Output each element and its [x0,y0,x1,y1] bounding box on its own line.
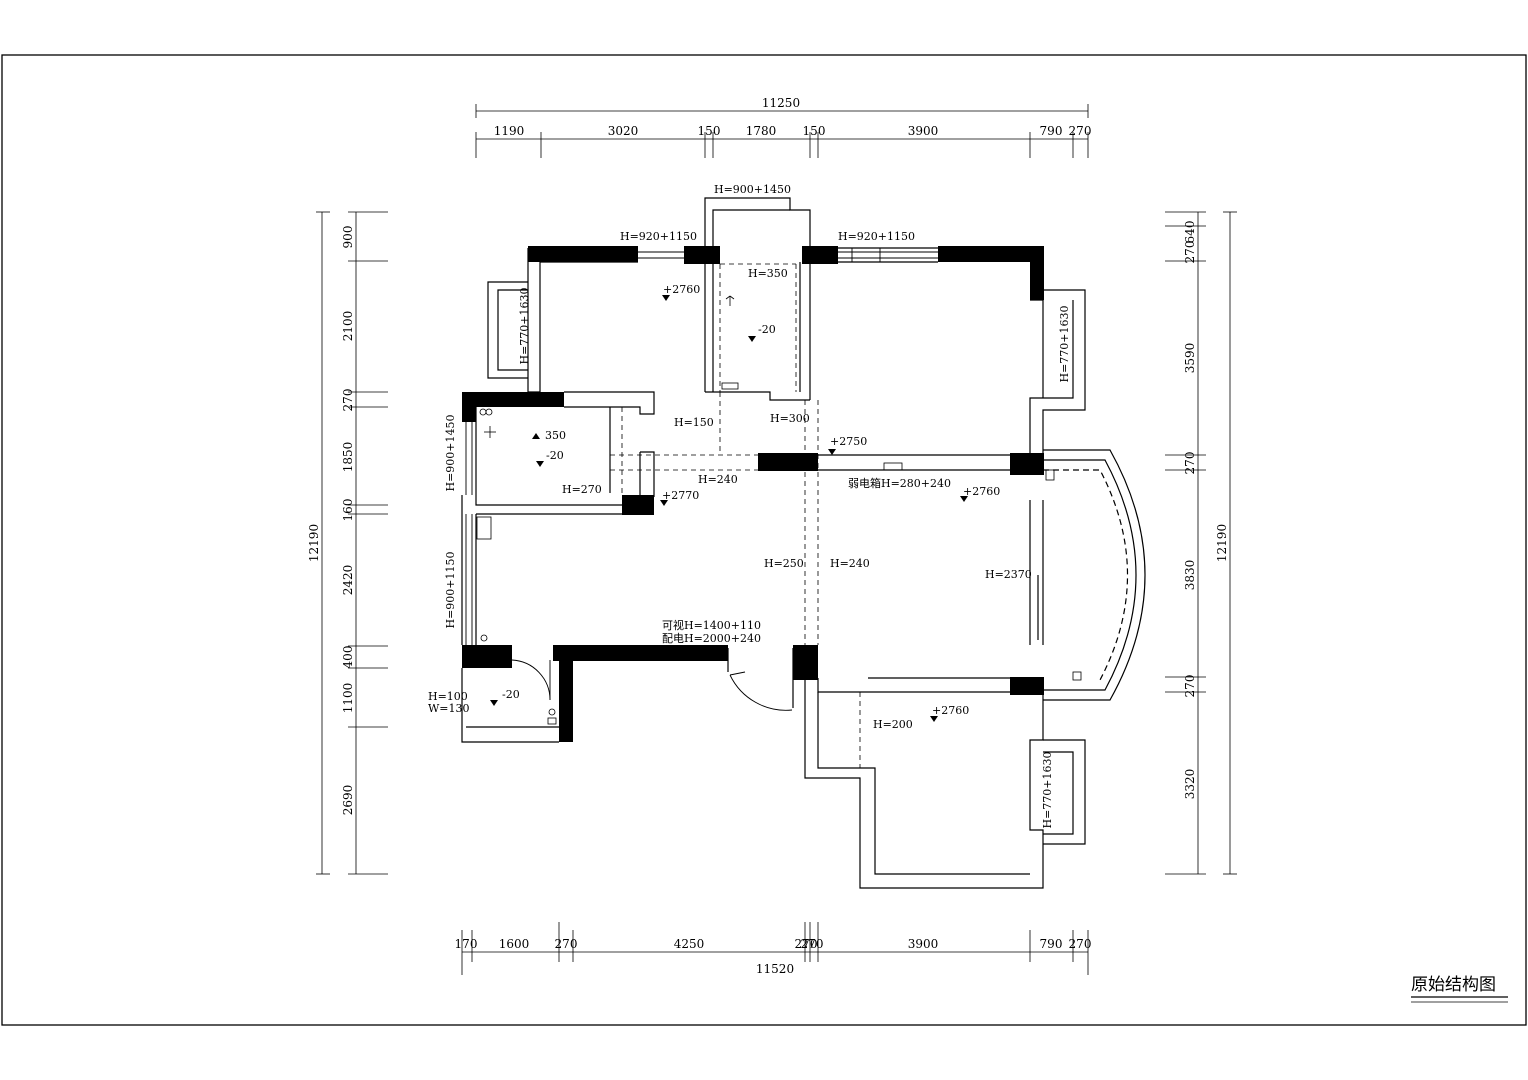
win-left-mid: H=900+1450 [444,414,457,491]
bottom-seg-9: 270 [1069,937,1092,951]
win-left-lower: H=900+1150 [444,551,457,628]
beam-200: H=200 [873,718,913,731]
top-seg-6: 3900 [908,124,939,138]
top-seg-8: 270 [1069,124,1092,138]
left-seg-8: 1100 [341,683,355,714]
level-m20a: -20 [758,323,776,336]
win-right-upper: H=770+1630 [1058,305,1071,382]
left-seg-5: 160 [341,499,355,522]
right-dimensions: 12190 270 640 3590 270 3830 270 3320 [1183,221,1229,800]
level-2760b: +2760 [963,485,1000,498]
right-seg-2: 640 [1183,221,1197,244]
win-top-center: H=900+1450 [714,183,791,196]
drawing-frame [1,54,1527,1026]
win-top-right: H=920+1150 [838,230,915,243]
weak-box-label: 弱电箱H=280+240 [848,476,951,490]
beam-240b: H=240 [830,557,870,570]
bottom-dimensions: 11520 170 1600 270 4250 270 270 3900 790… [455,937,1092,976]
top-seg-4: 1780 [746,124,777,138]
bottom-seg-1: 170 [455,937,478,951]
top-total: 11250 [762,96,800,110]
beam-350: H=350 [748,267,788,280]
level-markers [490,295,968,722]
bottom-total: 11520 [756,962,794,976]
win-top-left: H=920+1150 [620,230,697,243]
win-right-lower: H=770+1630 [1041,751,1054,828]
left-seg-7: 400 [341,646,355,669]
level-2760c: +2760 [932,704,969,717]
level-2770: +2770 [662,489,699,502]
fixtures [476,295,1082,725]
left-total: 12190 [307,524,321,562]
bottom-seg-5: 270 [795,937,818,951]
right-seg-5: 3830 [1183,560,1197,591]
beam-2370: H=2370 [985,568,1032,581]
bottom-seg-2: 1600 [499,937,530,951]
left-seg-1: 900 [341,226,355,249]
right-seg-1: 270 [1183,241,1197,264]
vent-width: W=130 [428,702,470,715]
win-left-upper: H=770+1630 [518,287,531,364]
bottom-seg-4: 4250 [674,937,705,951]
left-seg-4: 1850 [341,442,355,473]
wall-outlines [461,197,1086,889]
bottom-seg-3: 270 [555,937,578,951]
power-box-label: 配电H=2000+240 [662,632,761,645]
structural-columns [462,246,1044,742]
right-total: 12190 [1215,524,1229,562]
bottom-seg-6: 270 [801,937,824,951]
top-seg-5: 150 [803,124,826,138]
beam-240a: H=240 [698,473,738,486]
tv-intercom-label: 可视H=1400+110 [662,618,761,632]
left-seg-2: 2100 [341,311,355,342]
left-dimensions: 12190 900 2100 270 1850 160 2420 400 110… [307,226,355,816]
top-seg-7: 790 [1040,124,1063,138]
top-seg-2: 3020 [608,124,639,138]
left-seg-3: 270 [341,389,355,412]
beam-300: H=300 [770,412,810,425]
right-seg-7: 3320 [1183,769,1197,800]
beam-250: H=250 [764,557,804,570]
window-lines [465,248,938,645]
level-2750: +2750 [830,435,867,448]
level-2760a: +2760 [663,283,700,296]
right-seg-6: 270 [1183,675,1197,698]
door-swings [511,659,793,711]
dimension-lines [316,104,1237,975]
curved-balcony [1043,449,1146,701]
drawing-title: 原始结构图 [1411,975,1496,995]
beam-270: H=270 [562,483,602,496]
beam-dashed-lines [610,263,861,768]
beam-150: H=150 [674,416,714,429]
level-m20c: -20 [502,688,520,701]
top-seg-1: 1190 [494,124,525,138]
level-m20b: -20 [546,449,564,462]
top-dimensions: 11250 1190 3020 150 1780 150 3900 790 27… [494,96,1092,138]
right-seg-4: 270 [1183,452,1197,475]
left-seg-6: 2420 [341,565,355,596]
bottom-seg-7: 3900 [908,937,939,951]
left-seg-9: 2690 [341,785,355,816]
vent-height: H=100 [428,690,468,703]
top-seg-3: 150 [698,124,721,138]
right-seg-3: 3590 [1183,343,1197,374]
level-350: 350 [545,429,566,442]
plan-annotations: H=900+1450 H=920+1150 H=920+1150 H=770+1… [428,183,1071,829]
bottom-seg-8: 790 [1040,937,1063,951]
